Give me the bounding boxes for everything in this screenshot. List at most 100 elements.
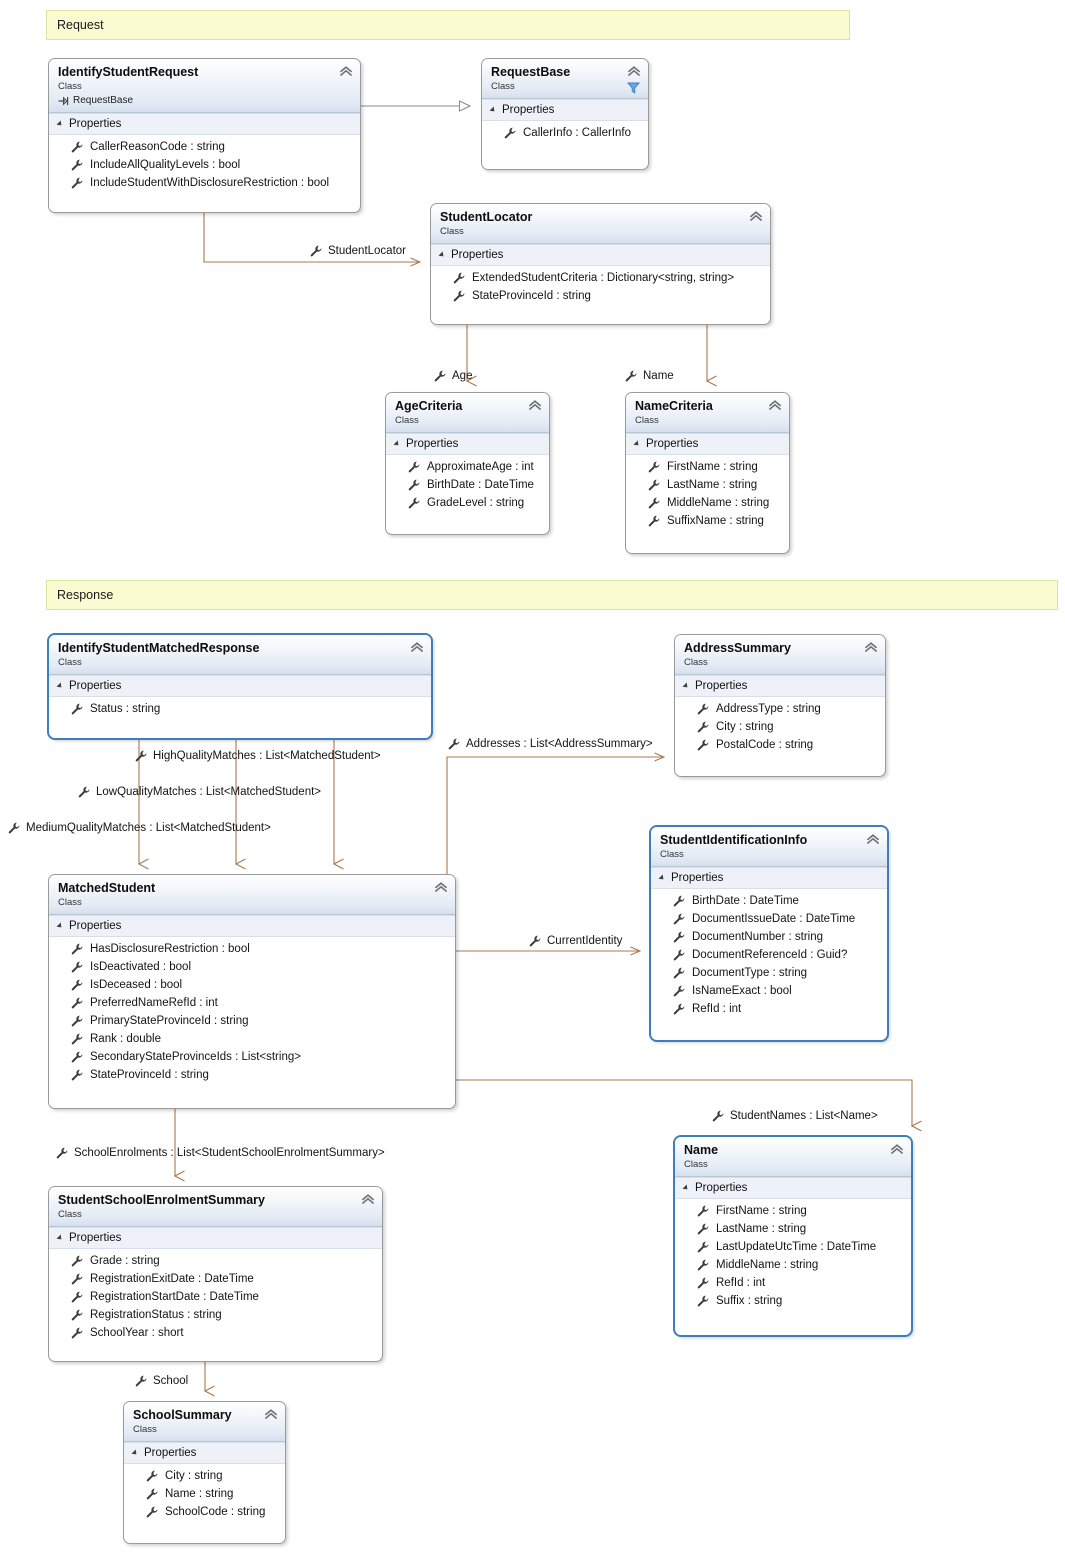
triangle-expand-icon[interactable] bbox=[438, 251, 446, 259]
collapse-toggle[interactable] bbox=[528, 399, 542, 412]
property-row[interactable]: LastName : string bbox=[632, 476, 783, 494]
property-row[interactable]: RegistrationExitDate : DateTime bbox=[55, 1270, 376, 1288]
properties-section-header[interactable]: Properties bbox=[651, 867, 887, 889]
chevron-up-icon[interactable] bbox=[528, 399, 542, 412]
properties-section-header[interactable]: Properties bbox=[675, 1177, 911, 1199]
property-row[interactable]: SchoolYear : short bbox=[55, 1324, 376, 1342]
collapse-toggle[interactable] bbox=[434, 881, 448, 894]
property-row[interactable]: IsDeceased : bool bbox=[55, 976, 449, 994]
property-row[interactable]: IncludeStudentWithDisclosureRestriction … bbox=[55, 174, 354, 192]
triangle-expand-icon[interactable] bbox=[131, 1449, 139, 1457]
property-row[interactable]: PreferredNameRefId : int bbox=[55, 994, 449, 1012]
properties-section-header[interactable]: Properties bbox=[124, 1442, 285, 1464]
properties-section-header[interactable]: Properties bbox=[49, 1227, 382, 1249]
collapse-toggle[interactable] bbox=[749, 210, 763, 223]
property-row[interactable]: Rank : double bbox=[55, 1030, 449, 1048]
collapse-toggle[interactable] bbox=[890, 1143, 904, 1156]
chevron-up-icon[interactable] bbox=[890, 1143, 904, 1156]
collapse-toggle[interactable] bbox=[864, 641, 878, 654]
triangle-expand-icon[interactable] bbox=[633, 440, 641, 448]
property-row[interactable]: StateProvinceId : string bbox=[55, 1066, 449, 1084]
properties-section-header[interactable]: Properties bbox=[626, 433, 789, 455]
property-row[interactable]: SecondaryStateProvinceIds : List<string> bbox=[55, 1048, 449, 1066]
properties-section-header[interactable]: Properties bbox=[49, 675, 431, 697]
collapse-toggle[interactable] bbox=[264, 1408, 278, 1421]
property-row[interactable]: DocumentNumber : string bbox=[657, 928, 881, 946]
property-row[interactable]: ExtendedStudentCriteria : Dictionary<str… bbox=[437, 269, 764, 287]
property-row[interactable]: RefId : int bbox=[657, 1000, 881, 1018]
chevron-up-icon[interactable] bbox=[866, 833, 880, 846]
property-row[interactable]: CallerReasonCode : string bbox=[55, 138, 354, 156]
property-row[interactable]: City : string bbox=[130, 1467, 279, 1485]
property-row[interactable]: DocumentType : string bbox=[657, 964, 881, 982]
chevron-up-icon[interactable] bbox=[410, 641, 424, 654]
property-row[interactable]: SchoolCode : string bbox=[130, 1503, 279, 1521]
collapse-toggle[interactable] bbox=[361, 1193, 375, 1206]
property-row[interactable]: DocumentReferenceId : Guid? bbox=[657, 946, 881, 964]
property-row[interactable]: IsDeactivated : bool bbox=[55, 958, 449, 976]
property-row[interactable]: Status : string bbox=[55, 700, 425, 718]
property-row[interactable]: RefId : int bbox=[681, 1274, 905, 1292]
triangle-expand-icon[interactable] bbox=[393, 440, 401, 448]
property-row[interactable]: HasDisclosureRestriction : bool bbox=[55, 940, 449, 958]
property-row[interactable]: City : string bbox=[681, 718, 879, 736]
collapse-toggle[interactable] bbox=[410, 641, 424, 654]
property-row[interactable]: Grade : string bbox=[55, 1252, 376, 1270]
chevron-up-icon[interactable] bbox=[768, 399, 782, 412]
property-row[interactable]: IncludeAllQualityLevels : bool bbox=[55, 156, 354, 174]
collapse-toggle[interactable] bbox=[866, 833, 880, 846]
property-row[interactable]: Suffix : string bbox=[681, 1292, 905, 1310]
property-row[interactable]: LastUpdateUtcTime : DateTime bbox=[681, 1238, 905, 1256]
triangle-expand-icon[interactable] bbox=[489, 106, 497, 114]
property-row[interactable]: MiddleName : string bbox=[632, 494, 783, 512]
properties-section-header[interactable]: Properties bbox=[49, 113, 360, 135]
chevron-up-icon[interactable] bbox=[627, 65, 641, 78]
properties-section-header[interactable]: Properties bbox=[482, 99, 648, 121]
property-row[interactable]: CallerInfo : CallerInfo bbox=[488, 124, 642, 142]
section-banner-request[interactable]: Request bbox=[46, 10, 850, 40]
properties-section-header[interactable]: Properties bbox=[386, 433, 549, 455]
properties-section-header[interactable]: Properties bbox=[431, 244, 770, 266]
property-row[interactable]: IsNameExact : bool bbox=[657, 982, 881, 1000]
property-row[interactable]: GradeLevel : string bbox=[392, 494, 543, 512]
chevron-up-icon[interactable] bbox=[264, 1408, 278, 1421]
chevron-up-icon[interactable] bbox=[339, 65, 353, 78]
properties-section-header[interactable]: Properties bbox=[675, 675, 885, 697]
funnel-icon[interactable] bbox=[627, 82, 640, 94]
property-row[interactable]: MiddleName : string bbox=[681, 1256, 905, 1274]
triangle-expand-icon[interactable] bbox=[682, 1184, 690, 1192]
property-row[interactable]: FirstName : string bbox=[632, 458, 783, 476]
collapse-toggle[interactable] bbox=[768, 399, 782, 412]
property-row[interactable]: StateProvinceId : string bbox=[437, 287, 764, 305]
chevron-up-icon[interactable] bbox=[434, 881, 448, 894]
property-row[interactable]: DocumentIssueDate : DateTime bbox=[657, 910, 881, 928]
property-row[interactable]: PostalCode : string bbox=[681, 736, 879, 754]
property-row[interactable]: Name : string bbox=[130, 1485, 279, 1503]
properties-section-header[interactable]: Properties bbox=[49, 915, 455, 937]
property-row[interactable]: PrimaryStateProvinceId : string bbox=[55, 1012, 449, 1030]
triangle-expand-icon[interactable] bbox=[56, 682, 64, 690]
triangle-expand-icon[interactable] bbox=[56, 922, 64, 930]
chevron-up-icon[interactable] bbox=[864, 641, 878, 654]
triangle-expand-icon[interactable] bbox=[56, 120, 64, 128]
